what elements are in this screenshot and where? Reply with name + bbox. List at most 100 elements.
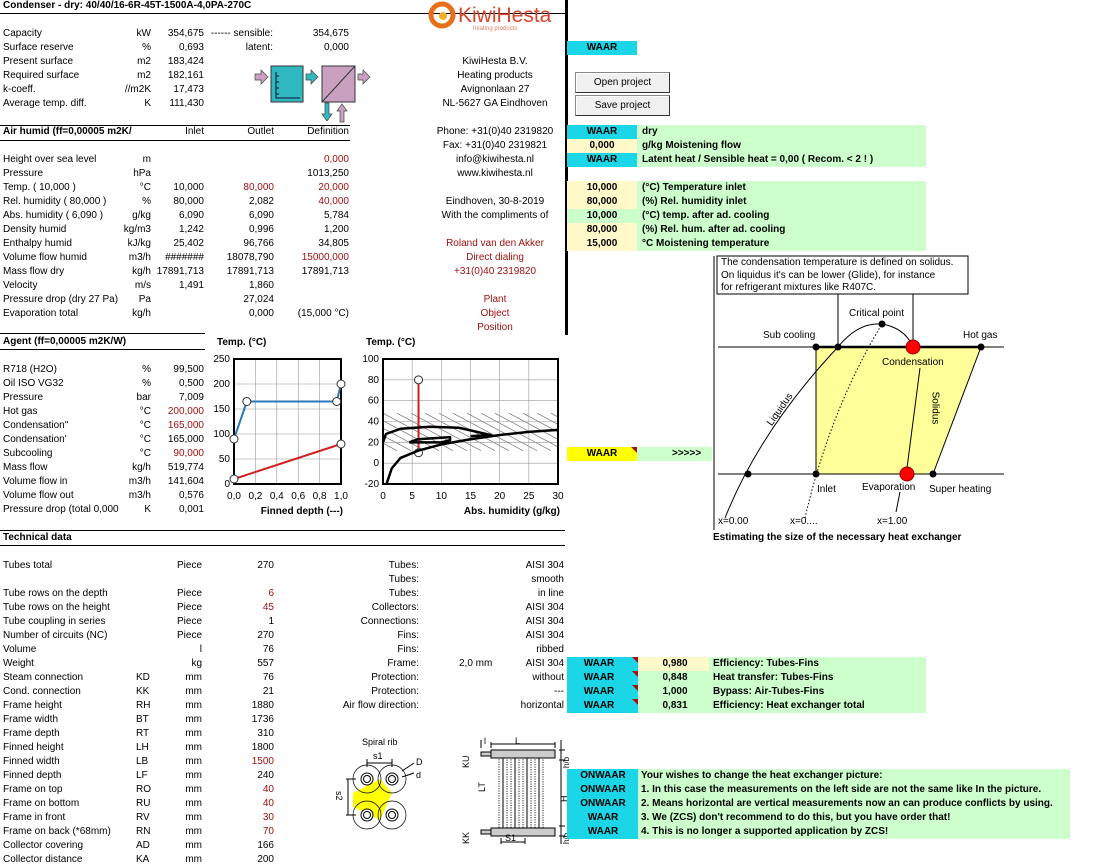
- tech-value: 270: [257, 630, 274, 641]
- link-flag-cell[interactable]: [567, 447, 637, 461]
- efficiency-text: Bypass: Air-Tubes-Fins: [713, 686, 825, 697]
- summary-unit: K: [144, 98, 151, 109]
- air-row-inlet: #######: [165, 252, 204, 263]
- air-row-unit: m3/h: [128, 252, 151, 263]
- agent-title: Agent (ff=0,00005 m2K/W): [3, 336, 127, 347]
- arrow-down-icon: [321, 102, 333, 122]
- divider: [0, 140, 350, 141]
- value-input[interactable]: 0,000: [589, 140, 615, 151]
- wish-flag[interactable]: WAAR: [587, 812, 619, 823]
- tech-right-mid: 2,0 mm: [459, 658, 493, 669]
- tech-label: Tube rows on the height: [3, 602, 110, 613]
- air-row-label: Density humid: [3, 224, 67, 235]
- flag-cell[interactable]: [567, 671, 638, 685]
- tech-label: Tubes total: [3, 560, 53, 571]
- air-definition-header: Definition: [307, 126, 349, 137]
- efficiency-text: Efficiency: Heat exchanger total: [713, 700, 865, 711]
- tech-right-label: Air flow direction:: [342, 700, 419, 711]
- flag-cell[interactable]: [567, 769, 638, 783]
- save-project-button[interactable]: Save project: [575, 95, 670, 116]
- arrow-mid-icon: [305, 69, 319, 85]
- svg-text:s1: s1: [373, 751, 383, 761]
- tech-title: Technical data: [3, 532, 72, 543]
- phase-label-xmid: x=0....: [790, 516, 818, 527]
- wish-flag[interactable]: ONWAAR: [580, 770, 626, 781]
- wish-flag[interactable]: ONWAAR: [580, 798, 626, 809]
- svg-text:s2: s2: [334, 791, 344, 801]
- flag-cell[interactable]: [567, 699, 638, 713]
- panel-note: (%) Rel. hum. after ad. cooling: [642, 224, 786, 235]
- agent-row-unit: °C: [139, 420, 151, 431]
- wish-flag[interactable]: ONWAAR: [580, 784, 626, 795]
- summary-label: Average temp. diff.: [3, 98, 87, 109]
- air-row-definition: 1,200: [323, 224, 349, 235]
- air-row-outlet: 96,766: [243, 238, 274, 249]
- note-cell: [638, 769, 1070, 783]
- air-row-outlet: 2,082: [248, 196, 274, 207]
- flag-toggle[interactable]: WAAR: [586, 154, 618, 165]
- agent-row-label: Condensation'': [3, 420, 69, 431]
- tech-label: Frame on back (*68mm): [3, 826, 111, 837]
- tech-unit: mm: [185, 770, 202, 781]
- flag-cell[interactable]: [567, 783, 638, 797]
- phase-label-x1: x=1.00: [877, 516, 908, 527]
- air-row-label: Pressure drop (dry 27 Pa): [3, 294, 119, 305]
- svg-text:H: H: [559, 796, 569, 803]
- value-input[interactable]: 10,000: [586, 210, 618, 221]
- tech-right-label: Tubes:: [388, 574, 419, 585]
- flag-cell[interactable]: [567, 657, 638, 671]
- tech-unit: Piece: [176, 588, 202, 599]
- air-row-inlet: 25,402: [173, 238, 204, 249]
- note-cell: [638, 825, 1070, 839]
- flag-cell[interactable]: [567, 797, 638, 811]
- top-flag[interactable]: WAAR: [586, 42, 618, 53]
- tech-value: 1736: [251, 714, 274, 725]
- summary-value: 183,424: [167, 56, 204, 67]
- efficiency-flag[interactable]: WAAR: [583, 672, 615, 683]
- link-flag[interactable]: WAAR: [586, 448, 618, 459]
- tech-right-label: Connections:: [360, 616, 419, 627]
- logo-swirl-icon: [428, 1, 456, 29]
- tech-right-value: AISI 304: [525, 602, 564, 613]
- air-row-outlet: 17891,713: [226, 266, 274, 277]
- agent-row-value: 165,000: [167, 434, 204, 445]
- air-title: Air humid (ff=0,00005 m2K/: [3, 126, 132, 137]
- tech-value: 240: [257, 770, 274, 781]
- open-project-button[interactable]: Open project: [575, 72, 670, 93]
- air-row-definition: 5,784: [323, 210, 349, 221]
- phase-note-line: On liquidus it's can be lower (Glide), f…: [721, 269, 936, 281]
- agent-row-label: R718 (H2O): [3, 364, 57, 375]
- value-input[interactable]: 10,000: [586, 182, 618, 193]
- link-cell: [637, 447, 712, 461]
- flag-cell[interactable]: [567, 811, 638, 825]
- tech-label: Frame in front: [3, 812, 66, 823]
- tech-unit: l: [199, 644, 202, 655]
- air-row-inlet: 10,000: [173, 182, 204, 193]
- summary-unit: m2: [137, 56, 151, 67]
- air-row-unit: m: [142, 154, 151, 165]
- efficiency-flag[interactable]: WAAR: [583, 700, 615, 711]
- tech-label: Finned height: [3, 742, 64, 753]
- flag-toggle[interactable]: WAAR: [586, 126, 618, 137]
- wish-flag[interactable]: WAAR: [587, 826, 619, 837]
- tech-label: Finned depth: [3, 770, 62, 781]
- tech-code: RT: [136, 728, 150, 739]
- svg-text:KK: KK: [461, 832, 471, 844]
- tech-right-value: ---: [554, 686, 564, 697]
- tech-value: 1500: [251, 756, 274, 767]
- value-input[interactable]: 80,000: [586, 196, 618, 207]
- company-line: Object: [480, 308, 510, 319]
- efficiency-flag[interactable]: WAAR: [583, 686, 615, 697]
- value-input[interactable]: 15,000: [586, 238, 618, 249]
- tech-label: Steam connection: [3, 672, 84, 683]
- tech-right-value: AISI 304: [525, 616, 564, 627]
- air-row-definition: (15,000 °C): [297, 308, 349, 319]
- value-input[interactable]: 80,000: [586, 224, 618, 235]
- flag-cell[interactable]: [567, 685, 638, 699]
- flag-cell[interactable]: [567, 825, 638, 839]
- tech-value: 270: [257, 560, 274, 571]
- tech-label: Frame on bottom: [3, 798, 80, 809]
- efficiency-flag[interactable]: WAAR: [583, 658, 615, 669]
- phase-label-solidus: Solidus: [929, 391, 941, 425]
- divider: [0, 13, 565, 14]
